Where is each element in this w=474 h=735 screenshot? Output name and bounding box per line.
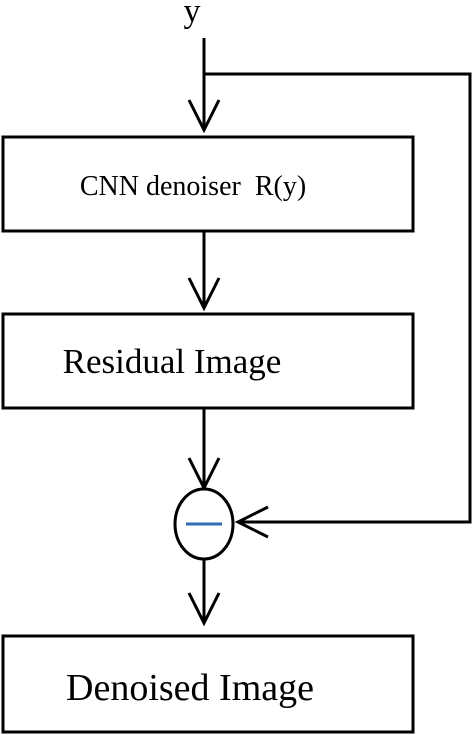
cnn-denoiser-block [1,135,415,233]
residual-image-block [1,312,415,410]
residual-image-label: Residual Image [63,342,282,381]
skip-connection-line [204,72,472,524]
arrowhead-into-residual [187,277,221,312]
input-label-y: y [184,0,201,30]
arrowhead-skip-into-subtract [234,505,269,539]
arrowhead-into-cnn [187,99,221,134]
cnn-denoiser-label: CNN denoiser R(y) [80,171,306,202]
denoised-image-label: Denoised Image [66,667,314,709]
denoised-image-block [1,634,415,734]
arrowhead-into-output [187,592,221,627]
